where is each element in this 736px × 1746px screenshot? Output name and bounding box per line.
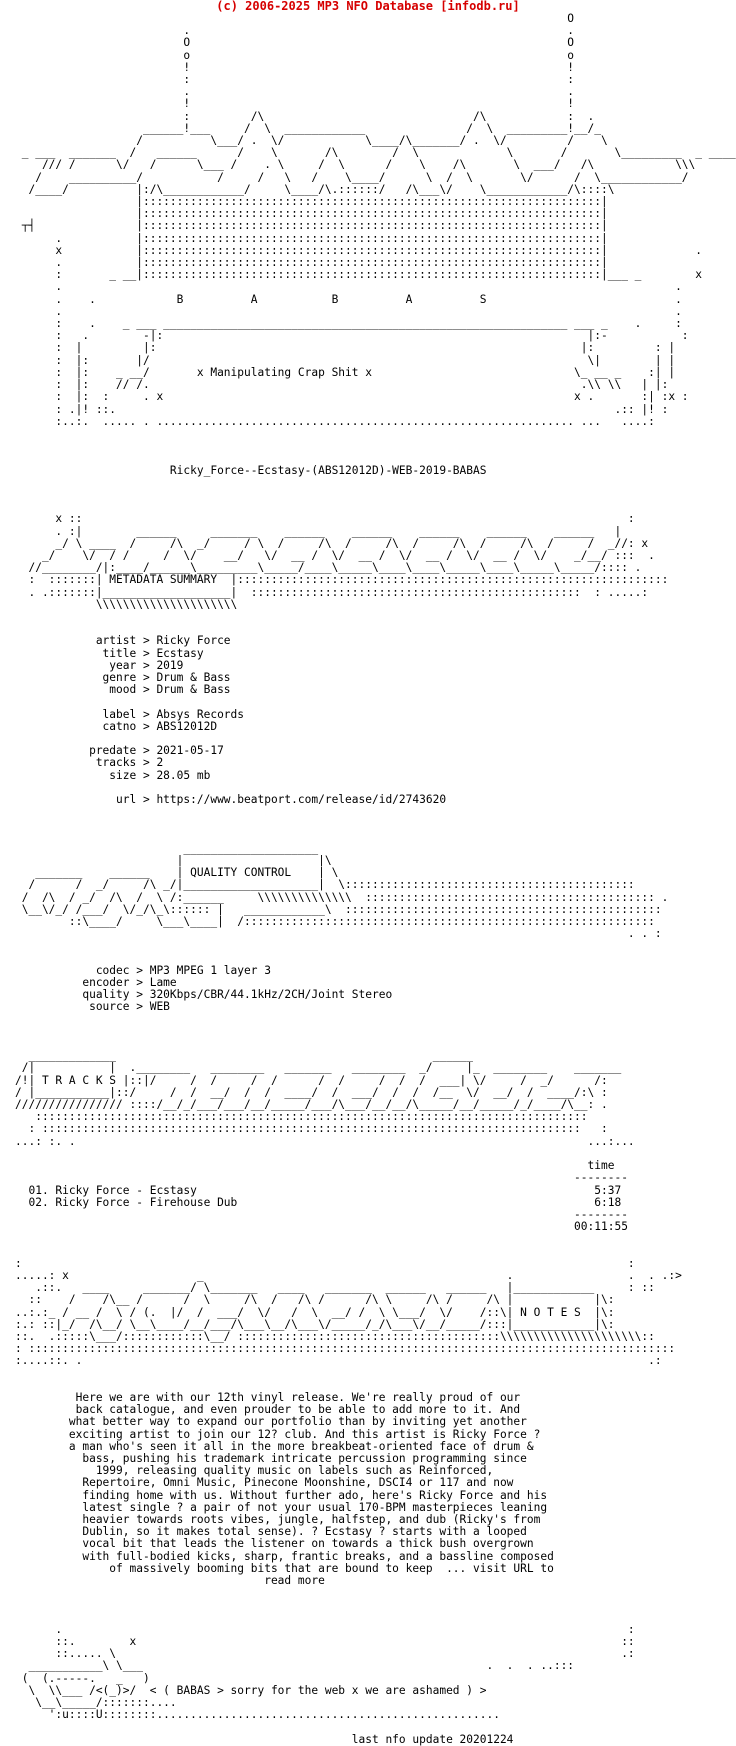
copyright-banner: (c) 2006-2025 MP3 NFO Database [infodb.r… — [216, 0, 520, 13]
nfo-content: O . . O O o — [15, 12, 736, 1746]
